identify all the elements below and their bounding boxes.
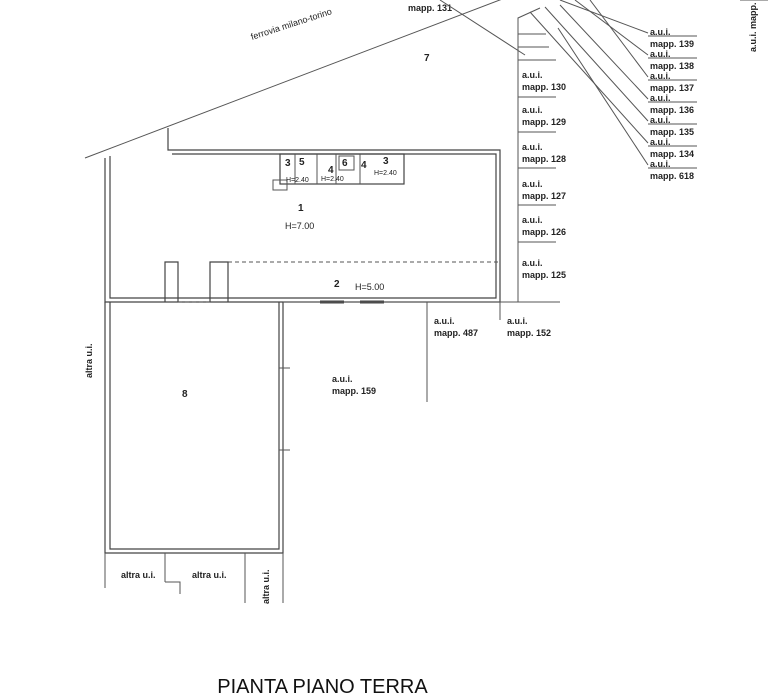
mapp-129-label: mapp. 129 (522, 117, 566, 127)
mapp-159-label: mapp. 159 (332, 386, 376, 396)
label: a.u.i. (650, 159, 671, 169)
altra-ui-bottom-2: altra u.i. (192, 570, 227, 580)
mapp-487-label: mapp. 487 (434, 328, 478, 338)
label: a.u.i. (522, 215, 543, 225)
label: H=2.40 (374, 170, 397, 177)
mapp-152-label: mapp. 152 (507, 328, 551, 338)
label: H=2.40 (286, 177, 309, 184)
mapp-126-label: mapp. 126 (522, 227, 566, 237)
label: a.u.i. (522, 105, 543, 115)
label: a.u.i. (434, 316, 455, 326)
railway-line (84, 0, 502, 159)
plan-title: PIANTA PIANO TERRA (217, 676, 428, 698)
mapp-135-label: mapp. 135 (650, 127, 694, 137)
label: a.u.i. (522, 179, 543, 189)
label: H=2.40 (321, 176, 344, 183)
mapp-618-label: mapp. 618 (650, 171, 694, 181)
label: a.u.i. (650, 49, 671, 59)
main-building: 3 5 4 6 4 3 H=2.40 H=2.40 H=2.40 1 H=7.0… (104, 128, 501, 304)
room-2-height: H=5.00 (355, 282, 384, 292)
far-right-parcels: a.u.i.mapp. 139 a.u.i.mapp. 138 a.u.i.ma… (529, 0, 697, 181)
label: a.u.i. (650, 93, 671, 103)
mapp-138-label: mapp. 138 (650, 61, 694, 71)
mapp-137-label: mapp. 137 (650, 83, 694, 93)
mapp-127-label: mapp. 127 (522, 191, 566, 201)
altra-ui-bottom-1: altra u.i. (121, 570, 156, 580)
mapp-139-label: mapp. 139 (650, 39, 694, 49)
label: a.u.i. (522, 70, 543, 80)
room-8: 8 (104, 301, 290, 554)
altra-ui-left-label: altra u.i. (84, 343, 94, 378)
room-1-height: H=7.00 (285, 221, 314, 231)
room-1-label: 1 (298, 203, 304, 214)
room-4a-label: 4 (328, 165, 334, 176)
label: a.u.i. (507, 316, 528, 326)
label: a.u.i. (332, 374, 353, 384)
railway-label: ferrovia milano-torino (250, 6, 333, 42)
right-parcels: a.u.i. mapp. 130 a.u.i. mapp. 129 a.u.i. ma… (439, 0, 566, 302)
room-3b-label: 3 (383, 156, 389, 167)
room-4b-label: 4 (361, 160, 367, 171)
mapp-125-label: mapp. 125 (522, 270, 566, 280)
label: a.u.i. (650, 71, 671, 81)
label: a.u.i. (650, 27, 671, 37)
room-8-label: 8 (182, 389, 188, 400)
altra-ui-bottom-3: altra u.i. (261, 569, 271, 604)
label: a.u.i. (522, 258, 543, 268)
mapp-131-label: mapp. 131 (408, 3, 452, 13)
room-2-label: 2 (334, 279, 340, 290)
room-7-label: 7 (424, 53, 430, 64)
label: a.u.i. (522, 142, 543, 152)
mapp-144-label: a.u.i. mapp. 144 (748, 0, 758, 52)
label: a.u.i. (650, 115, 671, 125)
room-6-label: 6 (342, 158, 348, 169)
mapp-128-label: mapp. 128 (522, 154, 566, 164)
mapp-136-label: mapp. 136 (650, 105, 694, 115)
label: a.u.i. (650, 137, 671, 147)
mapp-134-label: mapp. 134 (650, 149, 694, 159)
mapp-130-label: mapp. 130 (522, 82, 566, 92)
room-3a-label: 3 (285, 158, 291, 169)
room-5-label: 5 (299, 157, 305, 168)
